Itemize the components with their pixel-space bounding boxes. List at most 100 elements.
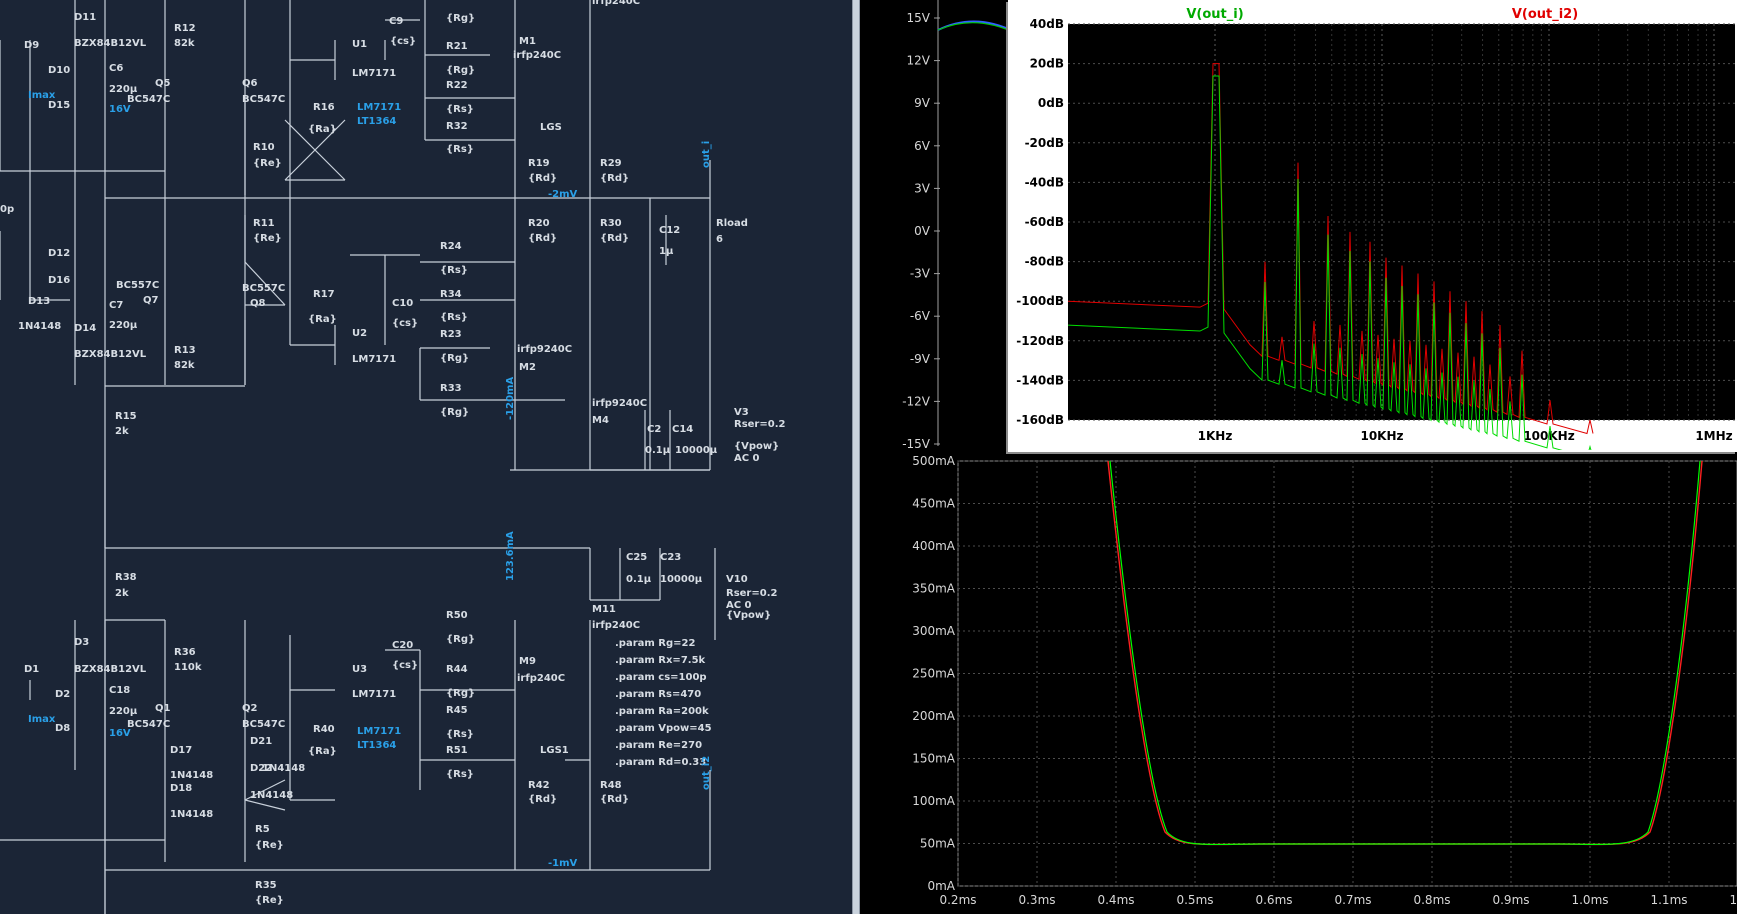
component-label: BC557C	[242, 283, 285, 294]
component-label: R5	[255, 824, 270, 835]
fft-y-tick-label: -80dB	[1025, 255, 1064, 269]
net-annotation: LT1364	[357, 116, 396, 127]
component-label: R24	[440, 241, 462, 252]
net-label[interactable]: 123.6mA	[505, 531, 516, 581]
fft-y-tick-label: -100dB	[1016, 294, 1064, 308]
pane-splitter[interactable]	[852, 0, 860, 914]
component-label: 6	[716, 234, 723, 245]
fft-y-tick-label: -160dB	[1016, 413, 1064, 427]
component-label: U3	[352, 664, 367, 675]
component-label: D10	[48, 65, 70, 76]
net-annotation: Imax	[28, 90, 56, 101]
net-label[interactable]: -120mA	[505, 377, 516, 420]
trace-title[interactable]: V(out_i)	[1186, 7, 1243, 22]
current-tick-label: 500mA	[912, 454, 956, 468]
component-label: LGS1	[540, 745, 569, 756]
net-annotation: 16V	[109, 104, 131, 115]
component-label: .param Rg=22	[615, 638, 695, 649]
component-label: {Vpow}	[726, 610, 771, 621]
component-label: LM7171	[352, 68, 396, 79]
current-tick-label: 450mA	[912, 497, 956, 511]
component-label: Q6	[242, 78, 258, 89]
component-label: irfp240C	[517, 673, 565, 684]
component-label: R32	[446, 121, 468, 132]
time-tick-label: 0.7ms	[1334, 893, 1371, 907]
component-label: irfp240C	[592, 620, 640, 631]
trace-title[interactable]: V(out_i2)	[1512, 7, 1578, 22]
voltage-tick-label: 9V	[914, 96, 931, 110]
component-label: C12	[659, 225, 680, 236]
voltage-tick-label: 15V	[907, 11, 931, 25]
fft-y-tick-label: 20dB	[1030, 57, 1064, 71]
component-label: {Ra}	[308, 124, 337, 135]
component-label: C2	[647, 424, 661, 435]
current-tick-label: 350mA	[912, 582, 956, 596]
component-label: D21	[250, 736, 272, 747]
component-label: BZX84B12VL	[74, 38, 147, 49]
component-label: R29	[600, 158, 622, 169]
component-label: {Rg}	[446, 634, 475, 645]
component-label: BC557C	[116, 280, 159, 291]
voltage-tick-label: -15V	[902, 437, 931, 451]
voltage-tick-label: 0V	[914, 224, 931, 238]
component-label: C18	[109, 685, 130, 696]
current-tick-label: 200mA	[912, 709, 956, 723]
component-label: R33	[440, 383, 462, 394]
voltage-tick-label: -9V	[910, 352, 931, 366]
component-label: LM7171	[352, 689, 396, 700]
fft-y-tick-label: 40dB	[1030, 17, 1064, 31]
component-label: R48	[600, 780, 622, 791]
time-plot[interactable]: 15V12V9V6V3V0V-3V-6V-9V-12V-15V500mA450m…	[860, 0, 1737, 914]
edge-label: 0p	[0, 204, 14, 215]
component-label: M1	[519, 36, 536, 47]
component-label: R10	[253, 142, 275, 153]
component-label: M4	[592, 415, 609, 426]
fft-plot[interactable]: 40dB20dB0dB-20dB-40dB-60dB-80dB-100dB-12…	[1010, 2, 1735, 450]
component-label: BZX84B12VL	[74, 664, 147, 675]
net-annotation: 16V	[109, 728, 131, 739]
component-label: {cs}	[392, 318, 418, 329]
component-label: .param Rs=470	[615, 689, 701, 700]
component-label: M9	[519, 656, 536, 667]
component-label: {Ra}	[308, 746, 337, 757]
component-label: {Vpow}	[734, 441, 779, 452]
net-annotation: LM7171	[357, 726, 401, 737]
component-label: C10	[392, 298, 413, 309]
component-label: C9	[389, 16, 403, 27]
component-label: 82k	[174, 360, 195, 371]
component-label: C7	[109, 300, 123, 311]
component-label: C20	[392, 640, 413, 651]
component-label: C14	[672, 424, 693, 435]
component-label: {Rg}	[440, 353, 469, 364]
component-label: {Rd}	[528, 173, 557, 184]
current-tick-label: 400mA	[912, 539, 956, 553]
component-label: D8	[55, 723, 70, 734]
component-label: 1N4148	[250, 790, 293, 801]
current-tick-label: 0mA	[927, 879, 955, 893]
component-label: D22	[250, 763, 272, 774]
time-tick-label: 0.2ms	[939, 893, 976, 907]
component-label: .param Vpow=45	[615, 723, 712, 734]
fft-x-tick-label: 1MHz	[1695, 429, 1732, 443]
component-label: D12	[48, 248, 70, 259]
net-label[interactable]: out_i	[701, 141, 712, 168]
component-label: R45	[446, 705, 468, 716]
voltage-tick-label: 3V	[914, 181, 931, 195]
voltage-tick-label: -3V	[910, 267, 931, 281]
component-label: R13	[174, 345, 196, 356]
component-label: D16	[48, 275, 70, 286]
component-label: R38	[115, 572, 137, 583]
fft-x-tick-label: 1KHz	[1198, 429, 1233, 443]
component-label: {Rg}	[446, 688, 475, 699]
component-label: 1N4148	[170, 809, 213, 820]
component-label: {Rs}	[446, 769, 474, 780]
component-label: irfp9240C	[517, 344, 572, 355]
component-label: {Re}	[255, 840, 284, 851]
component-label: .param Rd=0.33	[615, 757, 706, 768]
component-label: {Rs}	[446, 729, 474, 740]
net-label[interactable]: out_i2	[701, 756, 712, 790]
time-tick-label: 1.0ms	[1571, 893, 1608, 907]
